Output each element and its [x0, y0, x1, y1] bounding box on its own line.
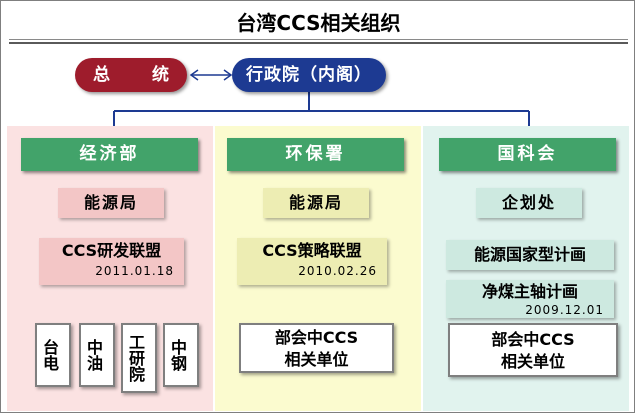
program-clean-coal-date: 2009.12.01: [525, 303, 604, 317]
ccs-units-line2-2: 相关单位: [284, 350, 349, 369]
program-clean-coal-box: 净煤主轴计画 2009.12.01: [446, 280, 614, 318]
program-clean-coal-label: 净煤主轴计画: [481, 282, 578, 301]
president-pill: 总 统: [75, 58, 187, 92]
sub-planning-dept: 企划处: [476, 188, 582, 218]
arrow-left-head: [189, 69, 199, 81]
ccs-units-line2-3: 相关单位: [500, 352, 565, 371]
header-science: 国科会: [439, 138, 616, 171]
header-economy: 经济部: [21, 138, 198, 171]
sub-energy-bureau-2: 能源局: [263, 188, 369, 218]
ccs-units-box-3: 部会中CCS 相关单位: [448, 323, 618, 377]
sub-energy-bureau-1: 能源局: [58, 188, 164, 218]
unit-csc: 中钢: [163, 323, 199, 387]
unit-cpc: 中油: [79, 323, 115, 387]
ccs-units-line1-2: 部会中CCS: [274, 328, 359, 347]
alliance-strategy-label: CCS策略联盟: [262, 241, 362, 260]
unit-taipower: 台电: [35, 323, 71, 387]
unit-itri: 工研院: [121, 323, 157, 393]
alliance-rd-date: 2011.01.18: [95, 264, 174, 278]
title-rule-bold: [9, 42, 628, 44]
ccs-units-line1-3: 部会中CCS: [491, 330, 575, 349]
executive-yuan-pill: 行政院（内阁）: [232, 58, 386, 92]
alliance-strategy-box: CCS策略联盟 2010.02.26: [237, 238, 387, 285]
alliance-strategy-date: 2010.02.26: [298, 264, 377, 278]
ccs-units-box-2: 部会中CCS 相关单位: [239, 323, 394, 373]
program-national-energy: 能源国家型计画: [446, 240, 614, 270]
alliance-rd-box: CCS研发联盟 2011.01.18: [39, 238, 184, 285]
page-title: 台湾CCS相关组织: [236, 11, 401, 35]
title-rule: [9, 39, 628, 40]
header-environment: 环保署: [227, 138, 404, 171]
arrow-right-head: [223, 69, 233, 81]
alliance-rd-label: CCS研发联盟: [61, 241, 162, 260]
